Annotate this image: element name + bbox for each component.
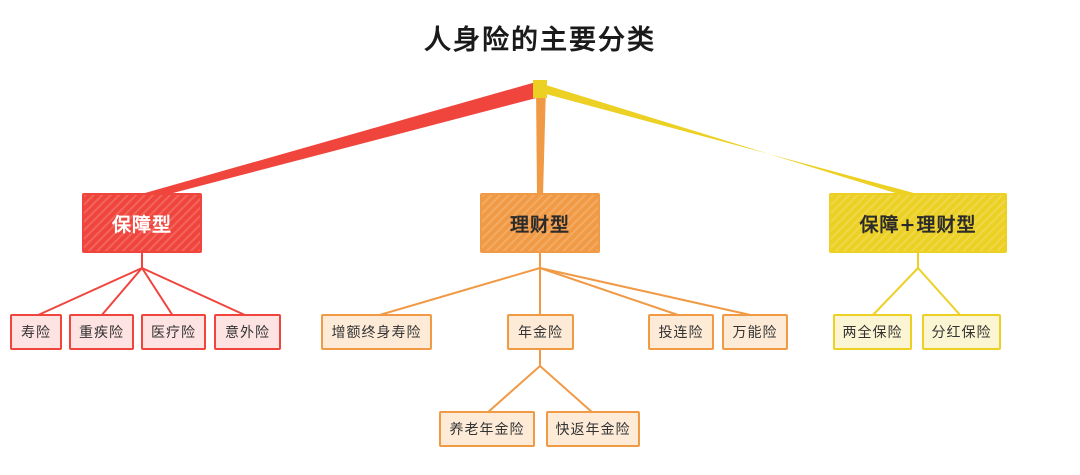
leaf-participating-insurance: 分红保险 xyxy=(922,314,1001,350)
category-label: 理财型 xyxy=(509,213,570,236)
protection-link-3 xyxy=(141,267,248,317)
category-protection: 保障型 xyxy=(82,193,202,253)
leaf-critical-illness-insurance: 重疾险 xyxy=(69,314,134,350)
leaf-medical-insurance: 医疗险 xyxy=(141,314,206,350)
leaf-label: 万能险 xyxy=(732,325,778,341)
leaf-label: 寿险 xyxy=(21,325,51,341)
leaf-label: 重疾险 xyxy=(79,325,124,341)
annuity-link-0 xyxy=(486,365,541,414)
leaf-label: 分红保险 xyxy=(931,325,992,341)
leaf-unit-linked-insurance: 投连险 xyxy=(648,314,714,350)
protection-link-2 xyxy=(141,267,174,317)
category-label: 保障型 xyxy=(111,213,172,236)
leaf-label: 投连险 xyxy=(658,325,704,341)
leaf-label: 增额终身寿险 xyxy=(331,325,422,341)
root-hub xyxy=(533,80,547,98)
diagram-title: 人身险的主要分类 xyxy=(424,25,656,56)
category-label: 保障+理财型 xyxy=(859,213,977,236)
leaf-label: 养老年金险 xyxy=(449,422,525,438)
leaf-fast-return-annuity: 快返年金险 xyxy=(546,411,640,447)
wealth-link-2 xyxy=(539,267,682,317)
wealth-link-0 xyxy=(375,267,541,317)
branch-root-protection xyxy=(138,82,544,199)
leaf-endowment-insurance: 两全保险 xyxy=(833,314,912,350)
leaf-annuity-insurance: 年金险 xyxy=(507,314,574,350)
branch-root-protection-wealth xyxy=(536,82,925,196)
leaf-label: 快返年金险 xyxy=(555,422,631,438)
leaf-life-insurance: 寿险 xyxy=(10,314,62,350)
leaf-label: 医疗险 xyxy=(151,325,196,341)
protection-wealth-link-0 xyxy=(871,267,919,317)
annuity-link-1 xyxy=(539,365,594,414)
leaf-label: 年金险 xyxy=(518,325,563,341)
protection-link-0 xyxy=(35,267,143,317)
branch-root-wealth xyxy=(536,86,546,196)
protection-wealth-link-1 xyxy=(917,267,962,317)
wealth-link-3 xyxy=(539,267,756,317)
category-protection-wealth: 保障+理财型 xyxy=(829,193,1007,253)
leaf-label: 两全保险 xyxy=(842,325,903,341)
leaf-universal-life-insurance: 万能险 xyxy=(722,314,788,350)
leaf-accident-insurance: 意外险 xyxy=(214,314,281,350)
leaf-label: 意外险 xyxy=(225,325,270,341)
protection-link-1 xyxy=(100,267,143,317)
leaf-pension-annuity: 养老年金险 xyxy=(439,411,535,447)
leaf-increasing-whole-life: 增额终身寿险 xyxy=(321,314,432,350)
category-wealth: 理财型 xyxy=(480,193,600,253)
